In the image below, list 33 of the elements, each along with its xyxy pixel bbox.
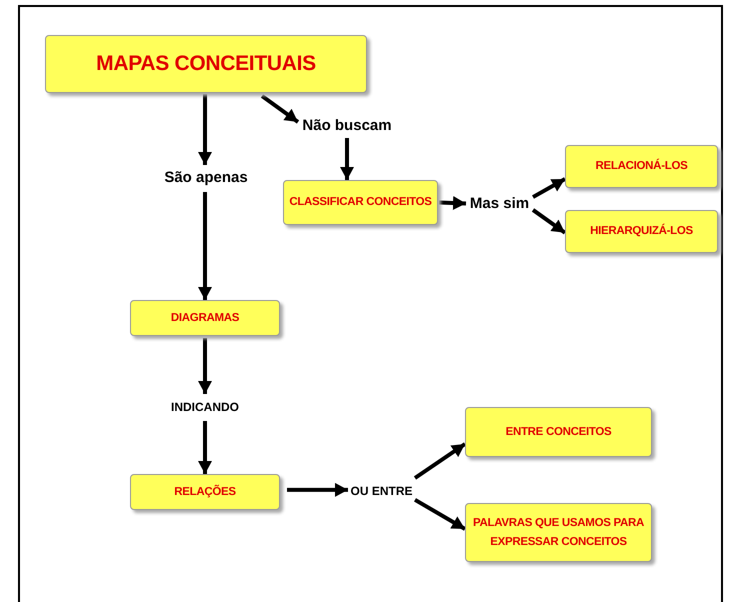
concept-label: MAPAS CONCEITUAIS: [96, 51, 316, 78]
linking-phrase: Mas sim: [470, 195, 530, 212]
arrow: [532, 177, 566, 199]
concept-label: PALAVRAS QUE USAMOS PARA EXPRESSAR CONCEITOS: [472, 516, 646, 550]
arrow: [414, 498, 466, 531]
arrow: [438, 196, 466, 210]
concept-box: [130, 474, 280, 510]
concept-box: [130, 300, 280, 336]
arrow: [198, 94, 212, 165]
concept-box: [45, 35, 367, 93]
concept-box: [465, 503, 652, 562]
concept-label: RELACIONÁ-LOS: [596, 158, 688, 174]
arrow: [198, 338, 212, 394]
arrow: [340, 138, 354, 180]
arrow: [198, 421, 212, 474]
arrow: [198, 192, 212, 300]
concept-box: [283, 180, 438, 225]
linking-phrase: OU ENTRE: [350, 484, 412, 498]
linking-phrase: INDICANDO: [171, 400, 239, 414]
concept-box: [465, 407, 652, 457]
arrow: [532, 208, 566, 234]
linking-phrase: São apenas: [164, 169, 248, 186]
arrow: [287, 482, 348, 497]
concept-label: CLASSIFICAR CONCEITOS: [289, 195, 432, 210]
concept-box: [565, 145, 718, 188]
concept-label: DIAGRAMAS: [170, 310, 240, 326]
linking-phrase: Não buscam: [302, 116, 392, 134]
concept-label: ENTRE CONCEITOS: [506, 424, 612, 440]
arrow: [260, 94, 300, 124]
concept-box: [565, 210, 718, 253]
concept-label: HIERARQUIZÁ-LOS: [590, 222, 693, 240]
concept-label: RELAÇÕES: [174, 484, 236, 500]
arrow: [414, 442, 466, 480]
